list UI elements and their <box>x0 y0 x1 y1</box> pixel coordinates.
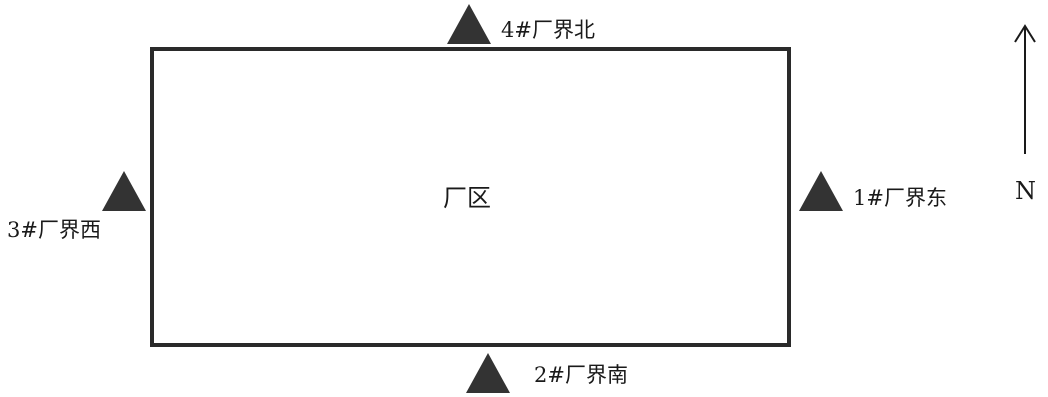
south-monitoring-point-label: 2#厂界南 <box>534 363 628 387</box>
plant-boundary <box>150 47 791 347</box>
east-monitoring-point-label: 1#厂界东 <box>853 186 947 210</box>
north-monitoring-point-label: 4#厂界北 <box>501 18 595 42</box>
west-monitoring-point-label: 3#厂界西 <box>7 218 101 242</box>
north-monitoring-point-marker <box>447 4 491 44</box>
north-arrow-icon <box>1014 24 1036 154</box>
north-label: N <box>1015 177 1036 205</box>
plant-area-label: 厂区 <box>443 184 491 212</box>
west-monitoring-point-marker <box>102 171 146 211</box>
east-monitoring-point-marker <box>799 171 843 211</box>
south-monitoring-point-marker <box>466 353 510 393</box>
